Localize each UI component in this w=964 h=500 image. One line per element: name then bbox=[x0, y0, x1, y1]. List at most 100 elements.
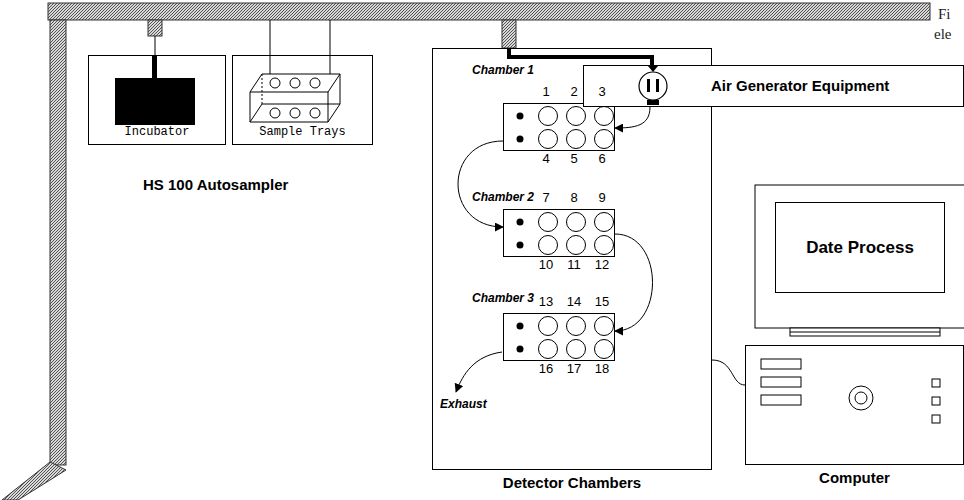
callout-number: 17 bbox=[567, 362, 581, 377]
callout-number: 12 bbox=[595, 258, 609, 273]
drawing-part bbox=[790, 332, 940, 333]
reference-dot bbox=[517, 346, 524, 353]
drawing-part bbox=[115, 78, 195, 125]
incubator-drawing bbox=[115, 36, 195, 125]
monitor-screen: Date Process bbox=[775, 202, 945, 293]
callout-number: 14 bbox=[567, 295, 581, 310]
sensor-well bbox=[539, 236, 558, 255]
drawing-part bbox=[270, 78, 280, 88]
reference-dot bbox=[517, 136, 524, 143]
group-label: HS 100 Autosampler bbox=[143, 176, 288, 193]
flow-connector bbox=[615, 107, 650, 128]
flow-connector bbox=[615, 234, 653, 331]
reference-dot bbox=[517, 219, 524, 226]
case-button bbox=[932, 397, 940, 405]
callout-number: 16 bbox=[539, 362, 553, 377]
sensor-well bbox=[595, 236, 614, 255]
node-text: Chamber 1 bbox=[472, 64, 534, 78]
callout-number: 2 bbox=[570, 85, 577, 100]
sensor-well bbox=[595, 130, 614, 149]
drawing-part bbox=[328, 92, 329, 122]
node-text: Sample Trays bbox=[233, 126, 372, 140]
sensor-well bbox=[567, 236, 586, 255]
drawing-part bbox=[456, 352, 502, 392]
drive-slot bbox=[761, 395, 801, 405]
chamber-box: Chamber 1 bbox=[503, 103, 615, 151]
sensor-well bbox=[567, 340, 586, 359]
plug-face bbox=[639, 72, 667, 100]
callout-number: 6 bbox=[598, 152, 605, 167]
drawing-part bbox=[502, 20, 516, 48]
sensor-well bbox=[567, 107, 586, 126]
exhaust-arrow bbox=[456, 352, 502, 392]
supply-arrowhead bbox=[648, 66, 658, 72]
drawing-part bbox=[290, 108, 300, 118]
callout-number: 13 bbox=[539, 295, 553, 310]
exhaust-label: Exhaust bbox=[440, 398, 487, 412]
sample-tray-box: Sample Trays bbox=[232, 55, 373, 145]
node-text: Incubator bbox=[89, 126, 225, 140]
air-generator-box: Air Generator Equipment bbox=[583, 65, 964, 107]
sensor-well bbox=[595, 107, 614, 126]
plug-pin bbox=[647, 79, 650, 92]
figure-caption-fragment: Fi bbox=[938, 6, 951, 23]
node-text: Chamber 3 bbox=[472, 292, 534, 306]
callout-number: 3 bbox=[598, 85, 605, 100]
drawing-part bbox=[148, 20, 162, 36]
drawing-part bbox=[755, 185, 964, 328]
case-button bbox=[932, 415, 940, 423]
air-supply-line bbox=[509, 48, 652, 65]
drawing-part bbox=[270, 20, 271, 74]
power-knob bbox=[849, 386, 873, 410]
drawing-part bbox=[2, 462, 66, 500]
drive-slot bbox=[761, 359, 801, 369]
callout-number: 15 bbox=[595, 295, 609, 310]
sample-wells bbox=[504, 104, 616, 152]
flow-connector bbox=[712, 360, 745, 385]
monitor-frame bbox=[755, 185, 964, 336]
sample-wells bbox=[504, 314, 616, 362]
callout-number: 10 bbox=[539, 258, 553, 273]
sensor-well bbox=[567, 317, 586, 336]
sensor-well bbox=[539, 340, 558, 359]
chamber-box: Chamber 3 bbox=[503, 313, 615, 361]
drawing-part bbox=[250, 74, 340, 92]
drive-slot bbox=[761, 377, 801, 387]
node-text: Detector Chambers bbox=[503, 474, 641, 491]
figure-caption-fragment: ele bbox=[934, 26, 951, 43]
callout-number: 7 bbox=[542, 191, 549, 206]
drawing-part bbox=[310, 108, 320, 118]
incubator-box: Incubator bbox=[88, 55, 226, 145]
node-text: Air Generator Equipment bbox=[711, 77, 889, 94]
sensor-well bbox=[567, 213, 586, 232]
sensor-well bbox=[539, 107, 558, 126]
sensor-well bbox=[595, 213, 614, 232]
drawing-part bbox=[310, 78, 320, 88]
drawing-part bbox=[250, 92, 251, 122]
callout-number: 4 bbox=[542, 152, 549, 167]
power-knob bbox=[855, 392, 867, 404]
sensor-well bbox=[539, 213, 558, 232]
case-button bbox=[932, 379, 940, 387]
sensor-well bbox=[539, 130, 558, 149]
drawing-part bbox=[155, 36, 156, 55]
drawing-part bbox=[50, 20, 66, 465]
sample-wells bbox=[504, 210, 616, 258]
plug-pin bbox=[656, 79, 659, 92]
reference-dot bbox=[517, 113, 524, 120]
drawing-part bbox=[152, 55, 157, 79]
computer-case: Computer bbox=[745, 345, 964, 465]
case-details bbox=[746, 346, 964, 466]
sample-tray-drawing bbox=[250, 20, 340, 122]
reference-dot bbox=[517, 323, 524, 330]
callout-number: 5 bbox=[570, 152, 577, 167]
drawing-part bbox=[509, 48, 652, 65]
plug-base bbox=[647, 100, 659, 105]
callout-number: 18 bbox=[595, 362, 609, 377]
callout-number: 9 bbox=[598, 191, 605, 206]
drawing-part bbox=[790, 328, 940, 336]
sensor-well bbox=[539, 317, 558, 336]
sensor-well bbox=[595, 317, 614, 336]
node-text: Chamber 2 bbox=[472, 191, 534, 205]
